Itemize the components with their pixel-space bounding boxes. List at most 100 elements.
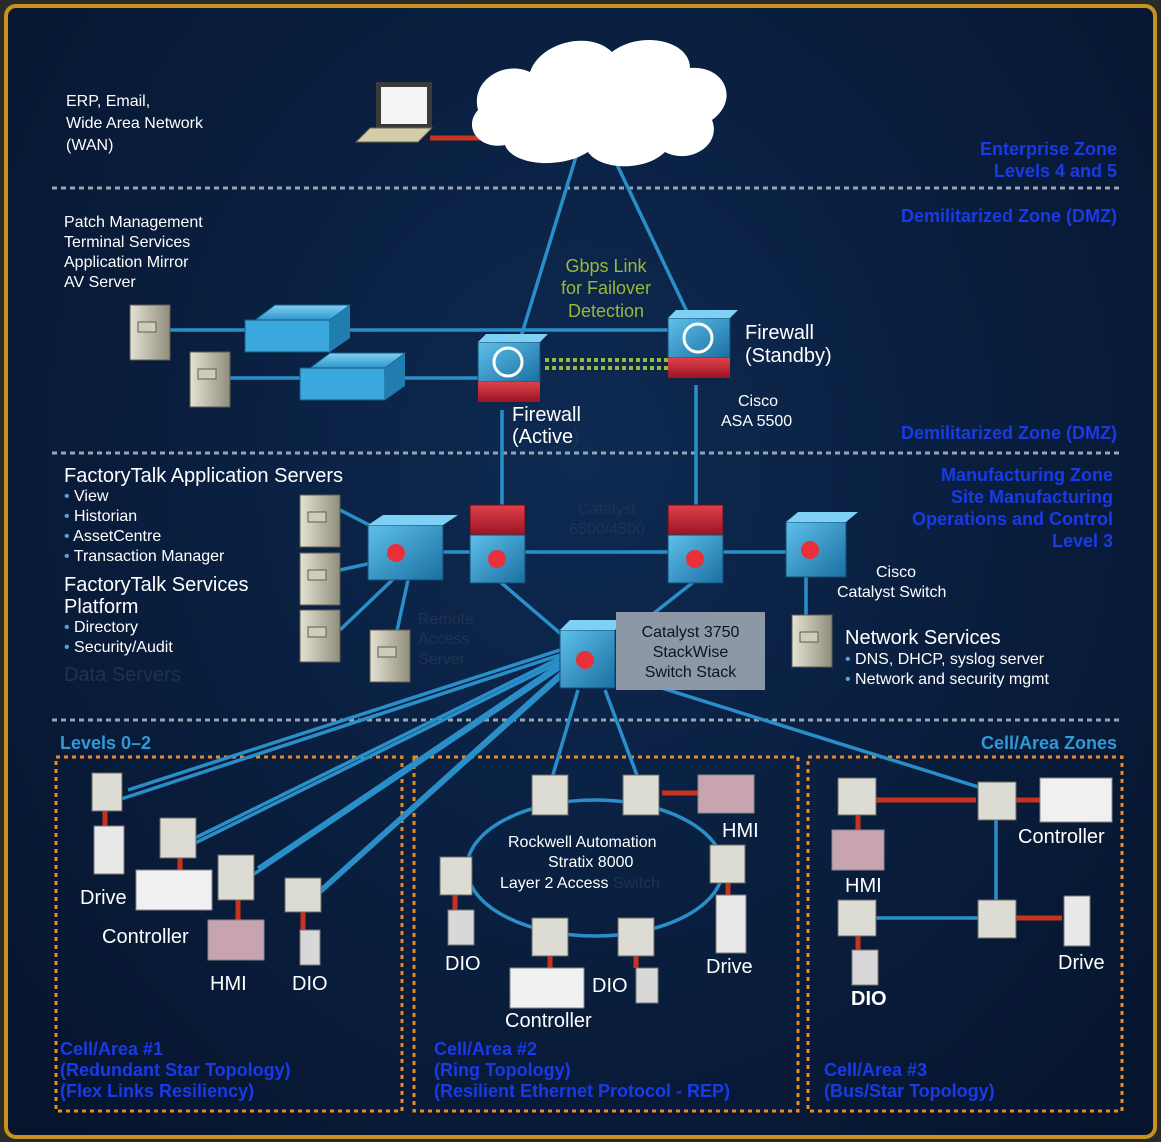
asa-label-2: ASA 5500 xyxy=(721,413,793,430)
remote-access-label-1: Remote xyxy=(418,611,475,628)
cell3-dio-label: DIO xyxy=(851,988,887,1010)
factorytalk-services-title-2: Platform xyxy=(64,596,139,618)
link-label-1: Gbps Link xyxy=(565,256,647,276)
cell2-title-1: Cell/Area #2 xyxy=(434,1039,538,1059)
dmz-service-1: Patch Management xyxy=(64,214,203,231)
cisco-switch-label-1: Cisco xyxy=(876,564,917,581)
enterprise-line-3: (WAN) xyxy=(66,137,114,154)
factorytalk-app-item: Transaction Manager xyxy=(64,547,225,567)
cell2-dio-mid-label: DIO xyxy=(592,975,628,997)
stack-label-box xyxy=(616,612,765,690)
network-services-item: DNS, DHCP, syslog server xyxy=(845,650,1044,670)
cisco-switch-label-2: Catalyst Switch xyxy=(837,584,947,601)
zone-manufacturing-2: Site Manufacturing xyxy=(950,487,1113,507)
slide-frame xyxy=(4,4,1157,1139)
failover-link xyxy=(545,358,668,370)
stack-label-3: Switch Stack xyxy=(644,664,737,681)
firewall-active-icon xyxy=(477,334,548,402)
ethernet-links xyxy=(102,135,1062,968)
industrial-switch-icons xyxy=(91,772,1017,957)
page-number: 28 xyxy=(1086,1116,1103,1133)
catalyst-core-label-2: 6500/4500 xyxy=(569,521,645,538)
cell-area-zones-label: Cell/Area Zones xyxy=(980,733,1117,753)
firewall-active-label-2: (Active) xyxy=(512,426,580,448)
cell1-title-3: (Flex Links Resiliency) xyxy=(60,1081,255,1101)
server-icon xyxy=(299,494,341,548)
firewall-standby-label-1: Firewall xyxy=(745,322,814,344)
cell2-title-3: (Resilient Ethernet Protocol - REP) xyxy=(434,1081,731,1101)
network-services-title: Network Services xyxy=(845,627,1001,649)
cell2-ring-label-2: Stratix 8000 xyxy=(548,854,634,871)
asa-label-1: Cisco xyxy=(738,393,779,410)
drive-icons xyxy=(93,825,1091,954)
link-label-3: Detection xyxy=(567,301,645,321)
cell1-dio-label: DIO xyxy=(292,973,328,995)
stack-label-1: Catalyst 3750 xyxy=(641,624,740,641)
server-icon xyxy=(299,609,341,663)
link-label-2: for Failover xyxy=(560,278,652,298)
cell3-title-2: (Bus/Star Topology) xyxy=(824,1081,995,1101)
remote-access-label-3: Server xyxy=(418,651,466,668)
factorytalk-app-item: Historian xyxy=(64,507,137,527)
cell3-drive-label: Drive xyxy=(1058,952,1105,974)
server-icon xyxy=(189,351,231,408)
switch-icon xyxy=(244,304,352,353)
firewall-active-label-1: Firewall xyxy=(512,404,581,426)
server-icon xyxy=(369,629,411,683)
dio-icons xyxy=(299,909,879,1004)
cell1-hmi-label: HMI xyxy=(210,973,247,995)
cell-area-borders xyxy=(54,755,1124,1113)
laptop-icon xyxy=(354,82,434,143)
cell2-drive-label: Drive xyxy=(706,956,753,978)
hmi-icons xyxy=(207,774,885,961)
server-icon xyxy=(791,614,833,668)
cell2-dio-left-label: DIO xyxy=(445,953,481,975)
cell1-drive-label: Drive xyxy=(80,887,127,909)
data-servers-label: Data Servers xyxy=(64,664,181,686)
zone-manufacturing-1: Manufacturing Zone xyxy=(941,465,1113,485)
catalyst-core-label-1: Catalyst xyxy=(578,501,636,518)
zone-dividers xyxy=(52,186,1120,722)
dmz-service-3: Application Mirror xyxy=(64,254,189,271)
stack-label-2: StackWise xyxy=(652,644,729,661)
zone-manufacturing-3: Operations and Control xyxy=(911,509,1113,529)
factorytalk-app-title: FactoryTalk Application Servers xyxy=(64,465,344,487)
factorytalk-services-item: Security/Audit xyxy=(64,638,173,658)
zone-enterprise-line-2: Levels 4 and 5 xyxy=(993,161,1117,181)
remote-access-label-2: Access xyxy=(418,631,470,648)
switch-icon xyxy=(299,352,407,401)
firewall-standby-icon xyxy=(667,310,738,378)
cell2-ring-label-1: Rockwell Automation xyxy=(508,834,657,851)
catalyst-core-switch-icon xyxy=(469,504,526,584)
server-icon xyxy=(299,552,341,606)
cell3-hmi-label: HMI xyxy=(845,875,882,897)
catalyst-core-switch-icon xyxy=(667,504,724,584)
factorytalk-app-item: AssetCentre xyxy=(64,527,161,547)
multilayer-switch-icon xyxy=(785,512,858,578)
server-group xyxy=(299,494,833,683)
cell2-controller-label: Controller xyxy=(505,1010,592,1032)
firewall-standby-label-2: (Standby) xyxy=(745,345,832,367)
wan-cloud xyxy=(471,40,727,167)
cell1-title-2: (Redundant Star Topology) xyxy=(60,1060,291,1080)
zone-manufacturing-4: Level 3 xyxy=(1051,531,1113,551)
cell3-controller-label: Controller xyxy=(1018,826,1105,848)
stack-switch-icon xyxy=(559,620,625,689)
network-services-item: Network and security mgmt xyxy=(845,670,1049,690)
factorytalk-app-item: View xyxy=(64,487,108,507)
levels-label: Levels 0–2 xyxy=(60,733,152,753)
cell1-title-1: Cell/Area #1 xyxy=(60,1039,164,1059)
cell3-title-1: Cell/Area #3 xyxy=(824,1060,928,1080)
cell2-hmi-label: HMI xyxy=(722,820,759,842)
zone-dmz-bottom: Demilitarized Zone (DMZ) xyxy=(900,423,1117,443)
cell2-ring-label-3: Layer 2 Access Switch xyxy=(500,875,661,892)
factorytalk-services-item: Directory xyxy=(64,618,138,638)
multilayer-switch-icon xyxy=(367,515,458,581)
zone-dmz-top: Demilitarized Zone (DMZ) xyxy=(900,206,1117,226)
enterprise-line-1: ERP, Email, xyxy=(66,93,151,110)
factorytalk-services-title-1: FactoryTalk Services xyxy=(64,574,249,596)
server-icon xyxy=(129,304,171,361)
dmz-service-2: Terminal Services xyxy=(64,234,191,251)
